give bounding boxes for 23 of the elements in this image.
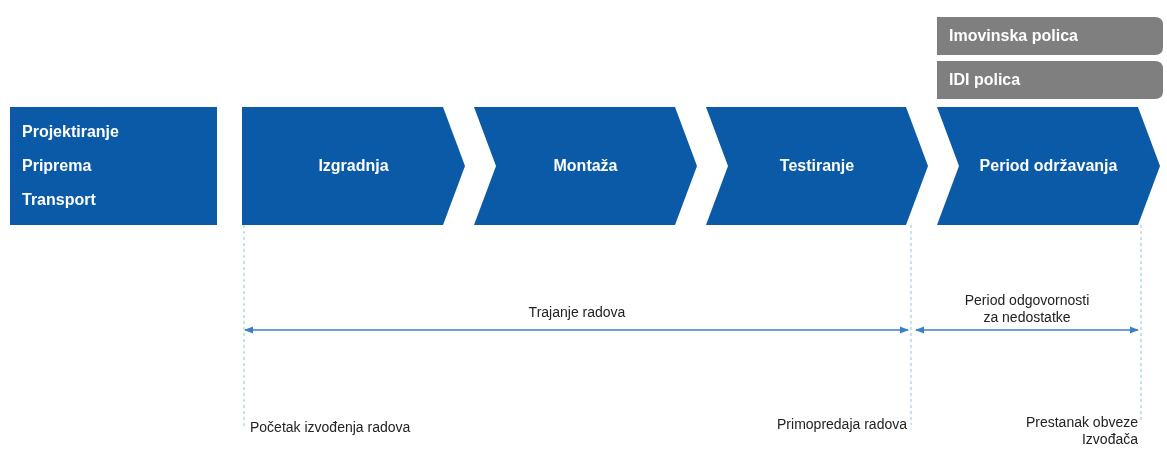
step-label: Transport [22,191,97,209]
policy-bar [937,61,1163,99]
chevron-step [706,107,928,225]
chevron-step [474,107,697,225]
policy-bar [937,17,1163,55]
chevron-step [937,107,1160,225]
step-label: IDI polica [949,71,1021,89]
step-label: Testiranje [779,157,855,175]
phase-box [10,107,217,225]
guide-line [910,224,912,426]
step-label: Period održavanja [979,157,1118,175]
step-label: Izgradnja [318,157,389,175]
guide-line [243,224,245,429]
duration-label: Trajanje radova [527,304,627,321]
chevron-step [242,107,465,225]
milestone-label: Primopredaja radova [711,416,911,433]
step-label: Projektiranje [22,123,120,141]
step-label: Priprema [22,157,93,175]
duration-label: Period odgovornosti za nedostatke [963,292,1091,326]
step-label: Montaža [553,157,618,175]
milestone-label: Prestanak obveze Izvođača [1001,414,1142,448]
step-label: Imovinska polica [949,27,1078,45]
milestone-label: Početak izvođenja radova [244,419,444,436]
